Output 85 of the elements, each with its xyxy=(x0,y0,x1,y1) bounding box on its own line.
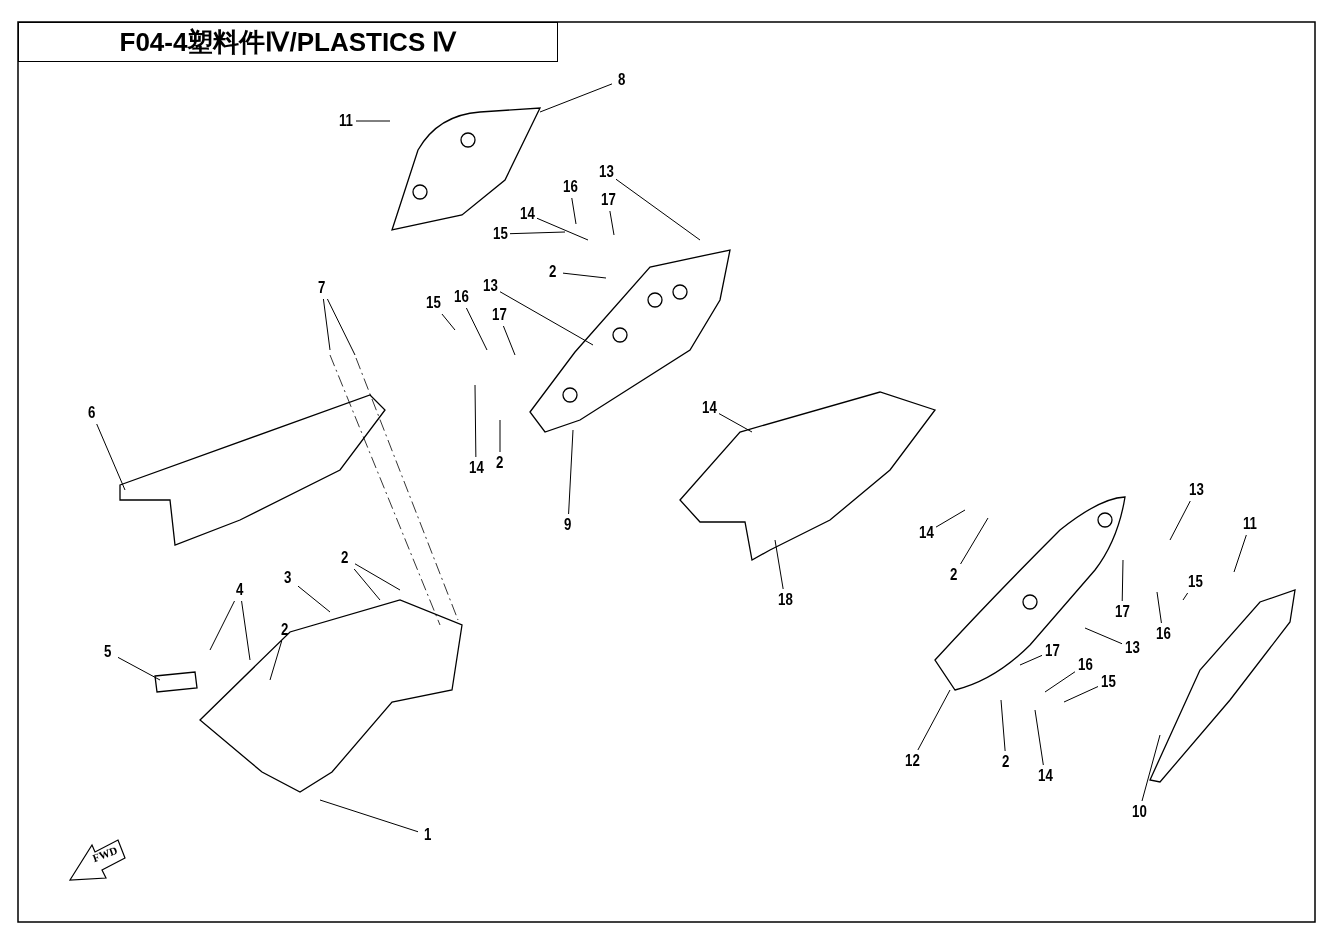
leader-line xyxy=(1044,671,1076,693)
leader-line xyxy=(615,178,701,241)
callout-number: 2 xyxy=(543,261,563,283)
callout-number: 8 xyxy=(612,69,632,91)
leader-line xyxy=(1063,686,1099,703)
leader-line xyxy=(539,83,613,113)
leader-line xyxy=(269,640,283,681)
callout-number: 2 xyxy=(490,452,510,474)
leader-line xyxy=(1019,654,1043,666)
leader-line xyxy=(1034,709,1044,766)
callout-number: 6 xyxy=(82,402,102,424)
leader-line xyxy=(935,509,966,528)
callout-number: 14 xyxy=(517,203,537,225)
callout-number: 15 xyxy=(423,292,443,314)
leader-line xyxy=(209,600,235,651)
callout-number: 11 xyxy=(336,110,356,132)
callout-number: 16 xyxy=(1075,654,1095,676)
callout-number: 16 xyxy=(560,176,580,198)
leader-line xyxy=(562,272,607,279)
callout-number: 16 xyxy=(1153,623,1173,645)
leader-line xyxy=(355,120,391,122)
callout-number: 15 xyxy=(1185,571,1205,593)
callout-number: 16 xyxy=(451,286,471,308)
callout-number: 12 xyxy=(902,750,922,772)
leader-line xyxy=(499,419,501,453)
leader-line xyxy=(241,600,251,661)
callout-number: 15 xyxy=(1098,671,1118,693)
callout-number: 17 xyxy=(489,304,509,326)
callout-number: 4 xyxy=(230,579,250,601)
leader-line xyxy=(326,298,356,356)
callout-number: 2 xyxy=(944,564,964,586)
callout-number: 15 xyxy=(490,223,510,245)
callout-number: 14 xyxy=(1035,765,1055,787)
callout-number: 1 xyxy=(418,824,438,846)
leader-line xyxy=(1084,627,1123,645)
callout-number: 14 xyxy=(699,397,719,419)
callout-number: 3 xyxy=(278,567,298,589)
leader-line xyxy=(319,799,419,833)
leader-line xyxy=(465,307,488,351)
callout-number: 17 xyxy=(1112,601,1132,623)
leader-line xyxy=(474,384,477,458)
callout-number: 9 xyxy=(558,514,578,536)
callout-number: 18 xyxy=(775,589,795,611)
leader-line xyxy=(1156,591,1162,624)
callout-number: 2 xyxy=(275,619,295,641)
callout-number: 10 xyxy=(1129,801,1149,823)
leader-line xyxy=(502,325,516,356)
callout-number: 17 xyxy=(598,189,618,211)
callout-number: 2 xyxy=(335,547,355,569)
callout-number: 14 xyxy=(916,522,936,544)
leader-line xyxy=(960,517,989,565)
leader-line xyxy=(354,563,401,591)
callout-number: 2 xyxy=(996,751,1016,773)
leader-line xyxy=(441,313,456,331)
direction-label: FWD xyxy=(90,843,119,865)
leader-line xyxy=(353,568,381,601)
leader-line xyxy=(297,585,331,613)
leader-line xyxy=(117,656,161,681)
callout-number: 13 xyxy=(480,275,500,297)
leader-line xyxy=(509,231,566,235)
callout-number: 13 xyxy=(1122,637,1142,659)
leader-line xyxy=(1141,734,1161,802)
callout-number: 13 xyxy=(1186,479,1206,501)
leader-line xyxy=(499,291,594,346)
leader-line xyxy=(536,217,589,241)
leader-line xyxy=(1121,559,1124,602)
callout-number: 14 xyxy=(466,457,486,479)
leader-line xyxy=(1169,500,1191,541)
leader-line xyxy=(1182,592,1189,601)
leader-line xyxy=(568,429,574,515)
leader-line xyxy=(96,423,126,491)
leader-line xyxy=(571,197,577,225)
leader-line xyxy=(774,539,784,590)
callout-number: 13 xyxy=(596,161,616,183)
callout-number: 7 xyxy=(312,277,332,299)
leader-line xyxy=(917,689,951,751)
leader-line xyxy=(609,210,615,236)
leader-line xyxy=(1000,699,1006,752)
leader-line xyxy=(718,413,753,433)
callout-number: 17 xyxy=(1042,640,1062,662)
leader-line xyxy=(322,298,331,351)
leader-line xyxy=(1233,534,1247,573)
callout-number: 5 xyxy=(98,641,118,663)
callout-number: 11 xyxy=(1240,513,1260,535)
title: F04-4塑料件Ⅳ/PLASTICS Ⅳ xyxy=(18,22,558,62)
